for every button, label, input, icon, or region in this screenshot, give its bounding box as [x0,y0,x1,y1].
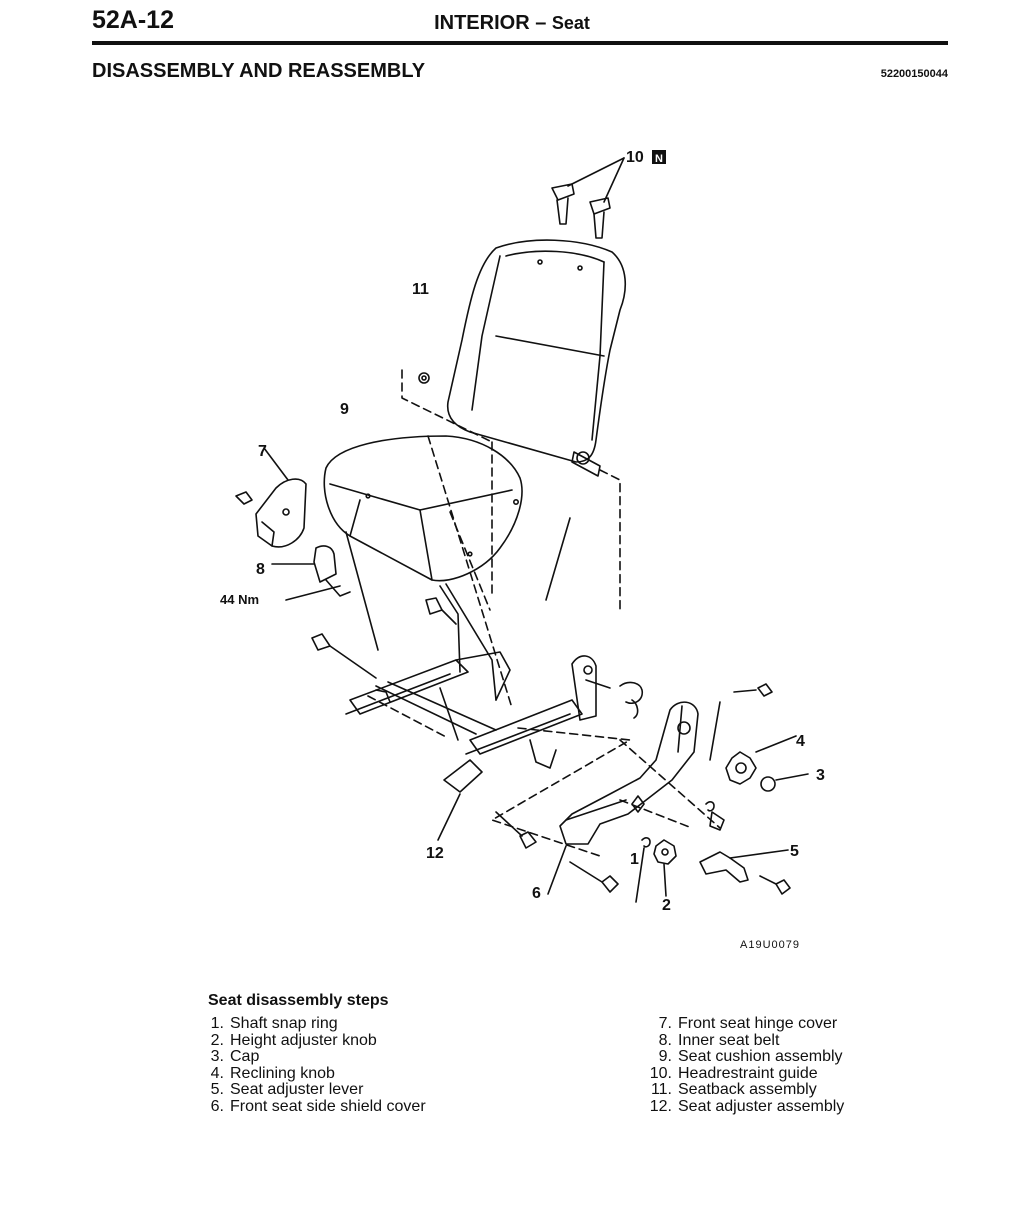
cap [760,776,776,792]
disassembly-steps: Seat disassembly steps 1. Shaft snap ring… [208,992,868,1115]
step-number: 6. [210,1097,224,1115]
step-number: 10. [649,1064,672,1082]
step-item: 7. Front seat hinge cover [646,1015,844,1033]
callout-6: 6 [532,885,541,902]
callout-5: 5 [790,843,799,860]
step-item: 5. Seat adjuster lever [208,1082,426,1099]
step-text: Height adjuster knob [230,1031,377,1049]
header-separator: – [535,12,547,34]
step-item: 3. Cap [208,1049,426,1066]
shaft-snap-ring [641,837,651,848]
header-title-main: INTERIOR [434,12,530,34]
step-item: 1. Shaft snap ring [208,1015,426,1033]
callout-8: 8 [256,561,265,578]
step-text: Cap [230,1048,260,1066]
steps-column-right: 7. Front seat hinge cover 8. Inner seat be… [646,1015,845,1116]
callout-11: 11 [412,281,429,298]
step-number: 4. [210,1064,224,1082]
step-number: 11. [650,1081,672,1099]
seat-exploded-diagram: 1 2 3 4 5 6 7 8 9 10 11 12 44 Nm N A19U0… [200,140,860,960]
seatback-assembly [446,239,627,477]
step-text: Seat cushion assembly [678,1048,843,1066]
step-number: 8. [658,1031,672,1049]
steps-column-left: 1. Shaft snap ring 2. Height adjuster knob… [208,1015,426,1116]
callout-4: 4 [796,733,805,750]
step-number: 12. [649,1097,672,1115]
step-number: 7. [658,1015,672,1032]
callout-10: 10 [626,149,644,166]
step-number: 1. [210,1015,224,1032]
step-item: 6. Front seat side shield cover [208,1097,426,1116]
step-text: Inner seat belt [678,1031,780,1049]
section-title: DISASSEMBLY AND REASSEMBLY [92,60,426,82]
headrestraint-guide-right [589,197,611,239]
step-text: Reclining knob [230,1064,335,1082]
badge-square [652,150,666,164]
seat-adjuster-lever [699,851,749,883]
badge-letter: N [655,153,663,165]
callout-12: 12 [426,845,444,862]
callout-9: 9 [340,401,349,418]
steps-title: Seat disassembly steps [208,992,389,1009]
step-text: Seat adjuster assembly [678,1097,845,1115]
page-header: 52A-12 INTERIOR – Seat [0,0,1024,50]
document-code: 52200150044 [880,68,948,80]
figure-id: A19U0079 [740,939,800,951]
front-seat-hinge-cover [235,478,307,548]
callout-2: 2 [662,897,671,914]
step-text: Front seat side shield cover [230,1097,426,1115]
step-item: 9. Seat cushion assembly [646,1049,844,1066]
header-title: INTERIOR – Seat [0,12,1024,35]
step-item: 4. Reclining knob [208,1064,426,1083]
front-seat-side-shield-cover [559,701,699,845]
callout-3: 3 [816,767,825,784]
step-text: Seatback assembly [678,1081,817,1099]
reclining-knob [725,751,757,785]
step-item: 8. Inner seat belt [646,1031,844,1050]
step-number: 3. [210,1048,224,1066]
step-number: 2. [210,1031,224,1049]
headrestraint-guide-left [551,183,575,225]
step-text: Seat adjuster lever [230,1081,364,1099]
step-number: 5. [210,1081,224,1099]
inner-seat-belt [313,545,351,597]
step-item: 12. Seat adjuster assembly [646,1097,845,1116]
step-text: Front seat hinge cover [678,1015,838,1032]
step-text: Headrestraint guide [678,1064,818,1082]
diagram-svg: 1 2 3 4 5 6 7 8 9 10 11 12 44 Nm N A19U0… [220,149,825,951]
callout-7: 7 [258,443,267,460]
step-item: 2. Height adjuster knob [208,1031,426,1050]
header-subtitle: Seat [551,13,590,33]
seat-adjuster-assembly [345,651,611,793]
torque-label: 44 Nm [220,592,259,607]
step-number: 9. [658,1048,672,1066]
header-rule [92,41,948,45]
callout-1: 1 [630,851,639,868]
step-item: 10. Headrestraint guide [646,1064,844,1083]
page-number: 52A-12 [92,6,174,34]
step-item: 11. Seatback assembly [646,1082,844,1099]
step-text: Shaft snap ring [230,1015,338,1032]
height-adjuster-knob [653,839,677,865]
